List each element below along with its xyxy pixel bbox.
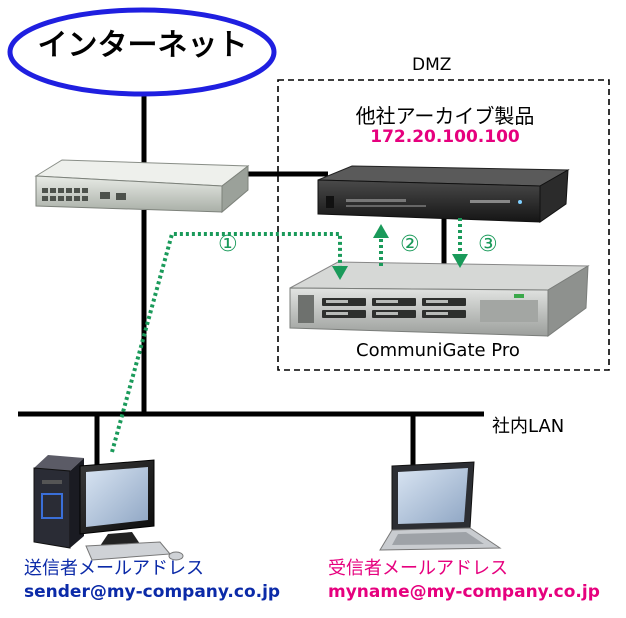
storage-server-icon [289,261,590,337]
dmz-zone [277,79,610,371]
communigate-label: CommuniGate Pro [356,340,520,361]
step-1-label: ① [218,232,238,257]
network-links [18,92,484,470]
recipient-address: myname@my-company.co.jp [328,582,600,602]
mail-flows [110,218,462,453]
internet-ellipse [7,7,277,97]
recipient-title: 受信者メールアドレス [328,558,508,579]
network-switch-icon [34,159,250,214]
step-3-label: ③ [478,232,498,257]
sender-address: sender@my-company.co.jp [24,582,281,602]
flow-1-arrowhead [332,266,348,280]
flow-arrowheads [332,224,468,280]
archive-ip-label: 172.20.100.100 [370,127,520,147]
flow-3-arrowhead [452,254,468,268]
step-2-label: ② [400,232,420,257]
desktop-pc-icon [33,455,184,561]
internet-label: インターネット [37,28,248,63]
dmz-label: DMZ [412,55,452,75]
lan-label: 社内LAN [492,416,565,437]
rack-server-icon [317,165,570,223]
sender-title: 送信者メールアドレス [24,558,204,579]
flow-2-arrowhead [373,224,389,238]
archive-product-label: 他社アーカイブ製品 [355,104,535,128]
laptop-icon [379,461,502,551]
